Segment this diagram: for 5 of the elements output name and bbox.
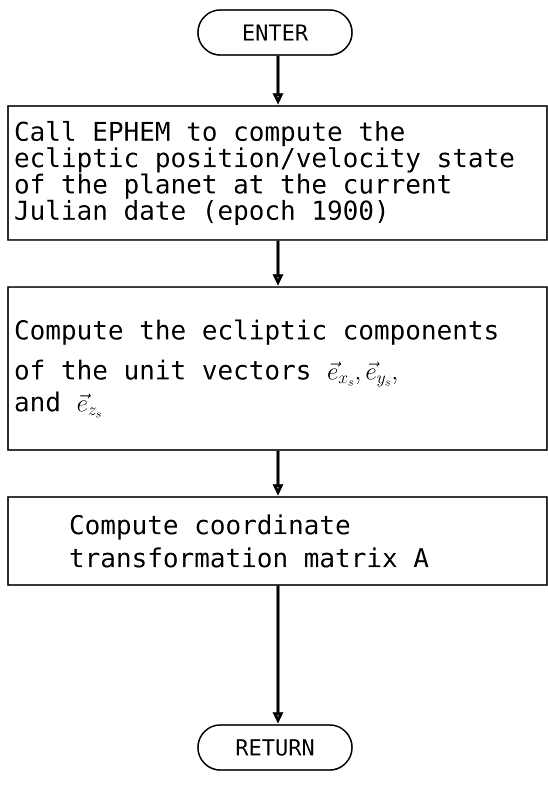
process-box: Compute coordinate transformation matrix A — [7, 496, 548, 586]
process-box: Call EPHEM to compute the ecliptic position/velocity state of the planet at the current Julian date (epoch 1900) — [7, 105, 548, 241]
terminal-box: ENTER — [197, 9, 353, 56]
terminal-box: RETURN — [197, 724, 353, 771]
process-box: Compute the ecliptic components of the unit vectors $\vec{e}_{x_s}, \vec{e}_{y_s},$ and $\vec{e}_{z_s}$ — [7, 286, 548, 451]
